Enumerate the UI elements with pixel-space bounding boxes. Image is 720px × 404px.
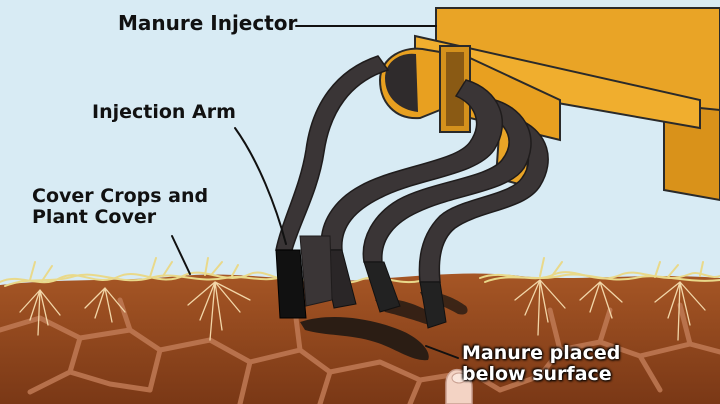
label-manure-injector: Manure Injector: [118, 11, 298, 35]
leader-cover-crops: [171, 235, 191, 275]
label-manure-placed-line2: below surface: [462, 362, 612, 385]
injection-tines: [275, 55, 549, 329]
label-cover-crops: Cover Crops and Plant Cover: [32, 186, 208, 227]
soil-cracks: [0, 297, 720, 404]
label-cover-crops-line1: Cover Crops and: [32, 185, 209, 207]
leader-manure-placed: [425, 345, 459, 359]
label-cover-crops-line2: Plant Cover: [32, 205, 157, 228]
plant-roots: [19, 279, 706, 341]
soil: [0, 273, 720, 404]
plant-cover: [0, 257, 720, 287]
label-injection-arm: Injection Arm: [92, 101, 236, 123]
leader-injection-arm: [234, 127, 287, 245]
leader-lines: [171, 25, 459, 359]
label-manure-placed: Manure placed below surface: [462, 343, 620, 384]
pointing-hand-icon: [445, 368, 473, 404]
label-manure-placed-line1: Manure placed: [462, 342, 621, 364]
